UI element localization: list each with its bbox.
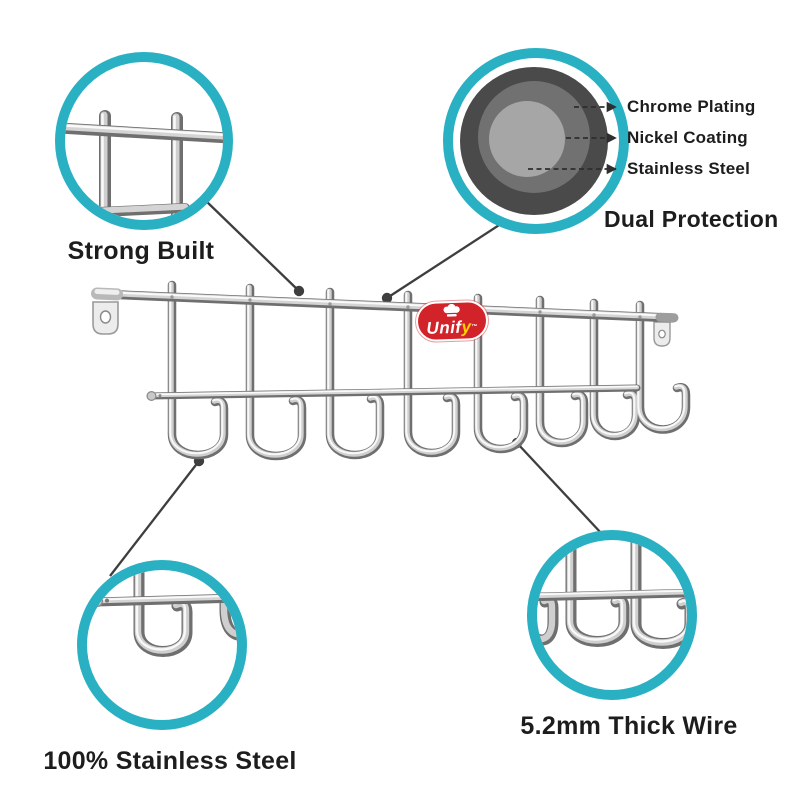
wall-bracket-left bbox=[92, 301, 119, 335]
dual-protection-lens bbox=[443, 48, 629, 234]
callout-line-stainless bbox=[109, 460, 200, 577]
wall-bracket-right bbox=[653, 321, 671, 347]
callout-line-dual-protection bbox=[386, 217, 511, 299]
wire-lens bbox=[527, 530, 697, 700]
label-nickel-coating: Nickel Coating bbox=[627, 128, 748, 147]
stainless-lens bbox=[77, 560, 247, 730]
wire-lens-detail bbox=[537, 540, 687, 649]
label-stainless-steel: Stainless Steel bbox=[627, 159, 751, 178]
coating-layers-diagram bbox=[460, 67, 608, 215]
label-chrome-plating: Chrome Plating bbox=[627, 97, 756, 116]
strong-built-lens bbox=[55, 52, 233, 230]
top-rail bbox=[91, 287, 679, 319]
callout-line-wire bbox=[516, 442, 603, 535]
label-dual-protection: Dual Protection bbox=[604, 206, 779, 232]
layer-stainless-steel bbox=[489, 101, 565, 177]
label-strong-built: Strong Built bbox=[67, 237, 215, 265]
callout-lines bbox=[109, 199, 603, 577]
label-thick-wire: 5.2mm Thick Wire bbox=[520, 712, 738, 740]
callout-line-strong-built bbox=[204, 199, 300, 292]
label-100-stainless-steel: 100% Stainless Steel bbox=[43, 747, 297, 775]
stainless-lens-detail bbox=[90, 570, 237, 657]
brand-logo: Unify™ bbox=[415, 299, 489, 343]
chef-hat-icon bbox=[443, 303, 460, 317]
lower-rail bbox=[147, 386, 637, 402]
